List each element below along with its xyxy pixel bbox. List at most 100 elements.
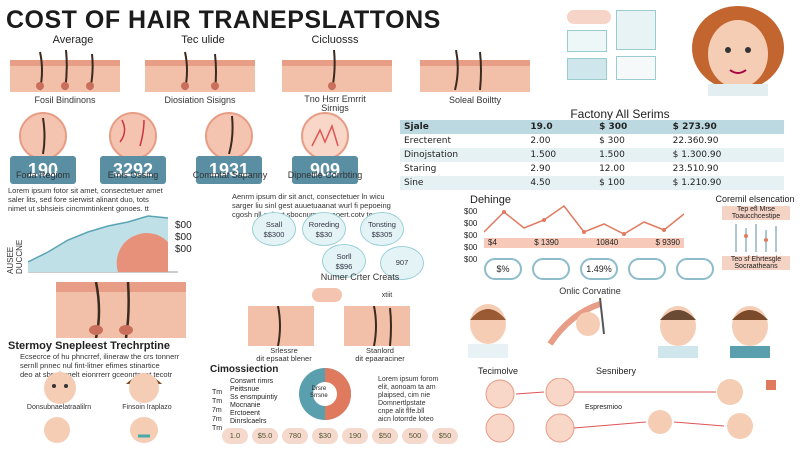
cell: 12.00 <box>599 164 625 174</box>
caption-4: Soleal Boiltty <box>448 95 502 105</box>
legend-item: Dinrslcaelrs <box>230 418 267 425</box>
technique-label-1: Donsubnaelatraalilrn <box>26 404 92 411</box>
technique-label-2: Finsoin Iraplazo <box>122 404 172 411</box>
pie-values: $00 $00 $00 <box>175 220 192 256</box>
stat-card-4: 909 <box>292 112 358 184</box>
cell: Sjale <box>400 120 527 134</box>
document-icon <box>567 58 607 80</box>
bubble-4: Sorll $$96 <box>322 244 366 278</box>
patient-1-illustration <box>648 300 708 358</box>
legend-item: Ss ensmpuintiy <box>230 394 278 401</box>
bubble-5: 907 <box>380 246 424 280</box>
y-tick: 7m <box>212 416 222 423</box>
skin-illustration-1 <box>10 49 120 92</box>
graft-icon <box>312 288 342 302</box>
area-chart <box>27 212 178 274</box>
comm-text: Lorem ipsum forom elit, aonoam ta am pla… <box>378 376 439 423</box>
cell: $ 100 <box>595 176 669 190</box>
stat-card-2: 3292 <box>100 112 166 184</box>
right-panel-line: Toaucchcestipe <box>731 213 781 220</box>
follicle-strip <box>56 281 186 339</box>
y-tick: $00 <box>464 255 478 264</box>
right-panel-title: Coremil elsencation <box>715 194 795 204</box>
y-tick: $00 <box>464 219 478 228</box>
technique-face-1 <box>36 370 84 404</box>
cell: $ 300 <box>599 136 625 146</box>
y-tick: 7m <box>212 407 222 414</box>
area-chart-ylabel: AUSEE DUCCNE <box>6 239 24 274</box>
caption-2: Diosiation Sisigns <box>164 95 236 105</box>
pill: 780 <box>282 428 308 444</box>
donut-label: Drsre <box>311 386 327 392</box>
pill: $50 <box>432 428 458 444</box>
caption-1: Fosil Bindinons <box>34 95 96 105</box>
stat-number-2: 3292 <box>100 156 166 184</box>
line-chart-yticks: $00 $00 $00 $00 $00 <box>464 206 477 266</box>
follicle-label-1: Srlessre dit epsaat blener <box>256 346 312 363</box>
table-row: Erecterent 2.00 $ 300 22.360.90 <box>400 134 784 148</box>
stat-caption-3: Commtat Sapanny <box>192 170 268 180</box>
cell: $ 1.300.90 <box>668 148 784 162</box>
technique-title: Stermoy Snepleest Trechrptine <box>8 340 170 352</box>
y-tick: $00 <box>464 207 478 216</box>
y-tick: Tm <box>212 425 223 432</box>
technique-face-2 <box>120 366 168 404</box>
stat-card-1: 190 <box>10 112 76 184</box>
cell: 2.00 <box>530 136 551 146</box>
legend-item: Conswrt rimrs <box>230 378 274 385</box>
procedure-label-c: Espresmioo <box>585 404 622 411</box>
procedure-label-a: Tecimolve <box>478 366 519 376</box>
bubble-3: Tonsting $$305 <box>360 212 404 246</box>
gauge-3: 1.49% <box>580 258 618 280</box>
dot-label: xtiit <box>381 292 393 299</box>
patient-2-illustration <box>720 300 780 358</box>
cell: 2.90 <box>530 164 551 174</box>
pie-value: $00 <box>175 232 192 243</box>
cell: Erecterent <box>404 136 452 146</box>
page-title: COST OF HAIR TRANEPSLATTONS <box>6 6 441 34</box>
ear-icon <box>567 30 607 52</box>
hair-tool-icon <box>616 10 656 50</box>
cell: $ 1.210.90 <box>668 176 784 190</box>
y-tick: $00 <box>464 231 478 240</box>
line-chart-title: Dehinge <box>470 194 511 206</box>
online-label: Onlic Corvatine <box>559 286 621 296</box>
stat-number-3: 1931 <box>196 156 262 184</box>
cell: $ 300 <box>595 120 669 134</box>
x-label: $ 9390 <box>655 238 680 247</box>
legend-item: Mocnanie <box>230 402 261 409</box>
stat-number-4: 909 <box>292 156 358 184</box>
gauge-row: $% 1.49% <box>484 258 714 280</box>
right-panel-chart <box>730 222 784 254</box>
pill: $50 <box>372 428 398 444</box>
bubble-1: Ssall $$300 <box>252 212 296 246</box>
pill: 190 <box>342 428 368 444</box>
cell: 19.0 <box>526 120 596 134</box>
doctor-illustration <box>458 298 528 358</box>
cell: 22.360.90 <box>672 136 719 146</box>
line-chart <box>483 202 685 244</box>
stat-caption-4: Dipnetile Corrbting <box>287 170 363 180</box>
cell: 23.510.90 <box>672 164 719 174</box>
stat-caption-1: Foda Regiom <box>15 170 71 180</box>
card-icon <box>616 56 656 80</box>
col-header-tec: Tec ulide <box>181 34 225 46</box>
patient-face-illustration <box>684 4 792 96</box>
cell: Dinojstation <box>400 148 527 162</box>
bubble-2: Roreding $$30 <box>302 212 346 246</box>
pill: $30 <box>312 428 338 444</box>
skin-illustration-2 <box>145 50 255 92</box>
follicle-label-2: Stanlord dit epaaraciner <box>355 346 405 363</box>
legend-item: Erctoeent <box>230 410 260 417</box>
skin-illustration-4 <box>420 49 530 92</box>
pill: 500 <box>402 428 428 444</box>
bubble-caption: Numer Crter Creats <box>320 272 400 282</box>
right-panel-line: Teo sf Ehrtesgle <box>730 256 782 263</box>
cell: 1.500 <box>595 148 669 162</box>
cell: Sine <box>400 176 527 190</box>
